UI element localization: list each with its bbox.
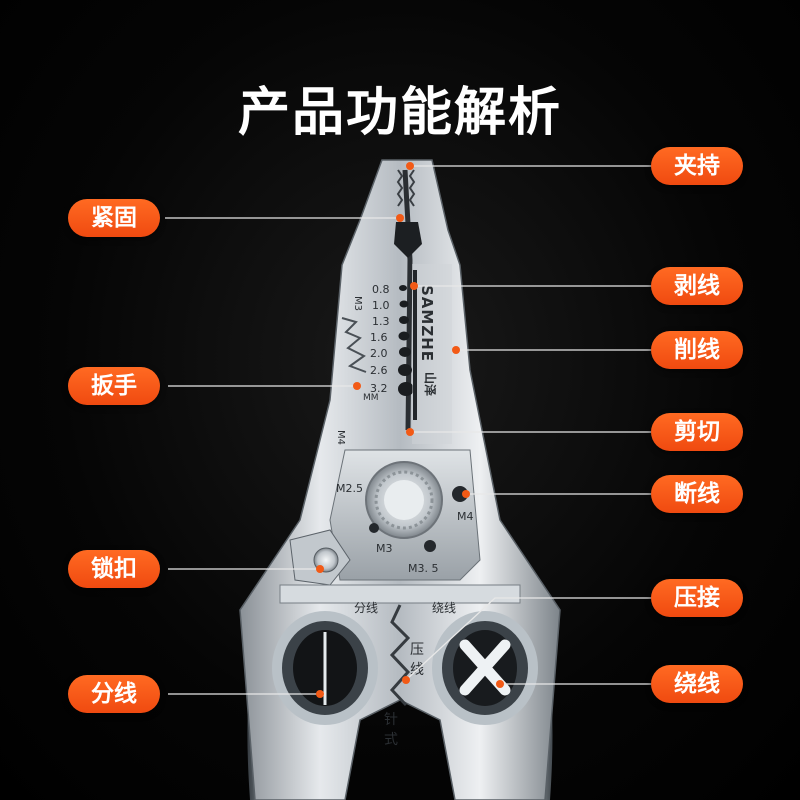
handle-text-pin-2: 式 [384,732,398,748]
callout-dot [396,214,404,222]
mark-m4-side: M4 [335,430,346,445]
feature-pill-clamp: 夹持 [651,147,743,185]
callout-dot [353,382,361,390]
brand-cn-engraving: 山泽 [423,372,438,396]
callout-dot [410,282,418,290]
handle-text-split: 分线 [354,601,378,615]
callout-line-crimp [405,597,651,681]
feature-pill-strip: 剥线 [651,267,743,305]
mark-m4-right: M4 [457,510,474,523]
callout-dot [316,690,324,698]
mark-m3-bottom: M3 [376,542,393,555]
callout-dot [402,676,410,684]
feature-pill-crimp: 压接 [651,579,743,617]
callout-lines [165,165,651,695]
feature-pill-shave: 削线 [651,331,743,369]
page-title: 产品功能解析 [237,83,562,143]
handle-text-wind: 绕线 [432,601,456,615]
mark-m3-top: M3 [352,296,363,311]
gauge-unit: MM [363,393,379,403]
feature-pill-break: 断线 [651,475,743,513]
tool-engravings: 0.8 1.0 1.3 1.6 2.0 2.6 3.2 MM M3 M4 SAM… [335,283,474,748]
callout-dot [406,428,414,436]
gauge-label: 0.8 [372,283,390,296]
gauge-label: 2.0 [370,347,388,360]
callout-dot [452,346,460,354]
gauge-label: 1.6 [370,331,388,344]
feature-pill-wind: 绕线 [651,665,743,703]
brand-engraving: SAMZHE [418,285,436,362]
callout-dot [406,162,414,170]
mark-m35: M3. 5 [408,562,438,575]
callout-dots [316,162,504,698]
callout-dot [316,565,324,573]
mark-m25: M2.5 [336,482,363,495]
gauge-label: 1.3 [372,315,390,328]
handle-text-crimp-1: 压 [410,642,424,658]
feature-pill-wrench: 扳手 [68,367,160,405]
plier-body [239,159,561,800]
feature-pill-cut: 剪切 [651,413,743,451]
gauge-label: 2.6 [370,364,388,377]
feature-pill-fasten: 紧固 [68,199,160,237]
feature-pill-split: 分线 [68,675,160,713]
gauge-label: 3.2 [370,382,388,395]
feature-pill-lock: 锁扣 [68,550,160,588]
gauge-label: 1.0 [372,299,390,312]
callout-dot [496,680,504,688]
callout-dot [462,490,470,498]
handle-text-pin-1: 针 [384,712,398,728]
